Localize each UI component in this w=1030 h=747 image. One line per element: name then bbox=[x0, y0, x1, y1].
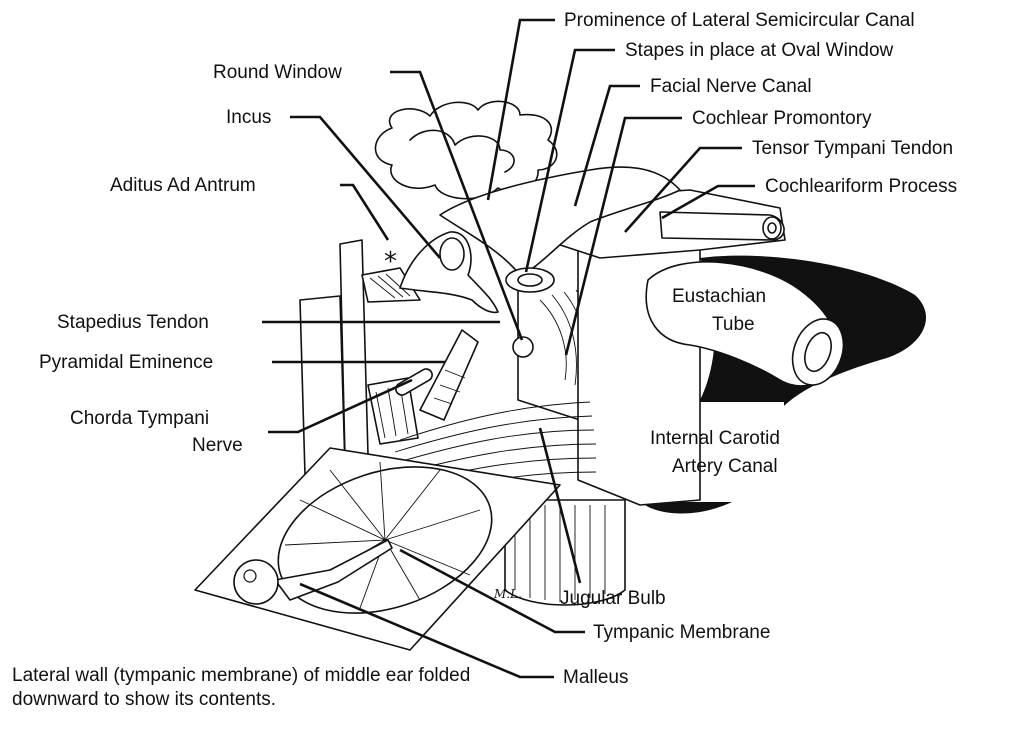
label-stapes-oval-window: Stapes in place at Oval Window bbox=[625, 40, 894, 61]
leader-prominence bbox=[488, 20, 555, 200]
round-window-shape bbox=[513, 337, 533, 357]
label-pyramidal-eminence: Pyramidal Eminence bbox=[39, 352, 213, 373]
label-chorda-line1: Chorda Tympani bbox=[70, 408, 209, 429]
posterior-pillar bbox=[340, 240, 368, 458]
malleus-head bbox=[234, 560, 278, 604]
label-aditus-ad-antrum: Aditus Ad Antrum bbox=[110, 175, 256, 196]
label-chorda-line2: Nerve bbox=[192, 435, 243, 456]
label-incus: Incus bbox=[226, 107, 271, 128]
label-cochleariform-process: Cochleariform Process bbox=[765, 176, 957, 197]
label-malleus: Malleus bbox=[563, 667, 628, 688]
label-facial-nerve-canal: Facial Nerve Canal bbox=[650, 76, 812, 97]
asterisk-marker: * bbox=[384, 247, 397, 277]
artist-signature: M.L. bbox=[493, 587, 522, 601]
label-round-window: Round Window bbox=[213, 62, 342, 83]
label-tympanic-membrane: Tympanic Membrane bbox=[593, 622, 770, 643]
label-jugular-bulb: Jugular Bulb bbox=[560, 588, 666, 609]
label-stapedius-tendon: Stapedius Tendon bbox=[57, 312, 209, 333]
label-eustachian-line2: Tube bbox=[712, 314, 755, 335]
label-eustachian-line1: Eustachian bbox=[672, 286, 766, 307]
label-internal-carotid-line2: Artery Canal bbox=[672, 456, 778, 477]
figure-caption: Lateral wall (tympanic membrane) of midd… bbox=[12, 664, 492, 712]
label-prominence-lateral-canal: Prominence of Lateral Semicircular Canal bbox=[564, 10, 915, 31]
label-tensor-tympani-tendon: Tensor Tympani Tendon bbox=[752, 138, 953, 159]
label-cochlear-promontory: Cochlear Promontory bbox=[692, 108, 872, 129]
leader-aditus bbox=[340, 185, 388, 240]
stapes-shape bbox=[506, 268, 554, 292]
label-internal-carotid-line1: Internal Carotid bbox=[650, 428, 780, 449]
